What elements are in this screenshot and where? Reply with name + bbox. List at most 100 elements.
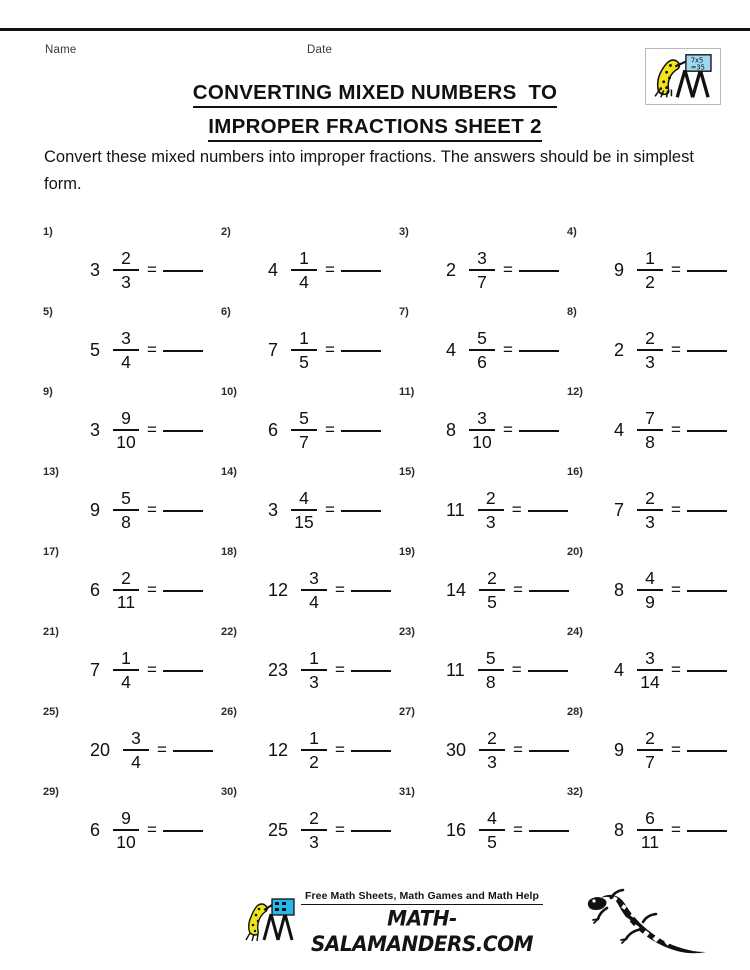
answer-blank[interactable] bbox=[340, 430, 381, 432]
answer-blank[interactable] bbox=[686, 510, 727, 512]
equals-sign: = bbox=[671, 820, 681, 839]
fraction-bar bbox=[123, 749, 150, 751]
answer-blank[interactable] bbox=[350, 590, 391, 592]
fraction-denominator: 3 bbox=[645, 352, 655, 372]
fraction-denominator: 9 bbox=[645, 592, 655, 612]
answer-blank[interactable] bbox=[518, 430, 559, 432]
answer-blank[interactable] bbox=[528, 590, 569, 592]
equals-sign: = bbox=[671, 260, 681, 279]
answer-blank[interactable] bbox=[340, 510, 381, 512]
math-salamanders-brand[interactable]: Free Math Sheets, Math Games and Math He… bbox=[243, 888, 543, 956]
fraction-numerator: 9 bbox=[121, 408, 131, 428]
equals-sign: = bbox=[147, 580, 157, 599]
whole-number: 3 bbox=[268, 500, 279, 520]
answer-blank[interactable] bbox=[527, 510, 568, 512]
answer-blank[interactable] bbox=[340, 350, 381, 352]
whole-number: 6 bbox=[90, 580, 101, 600]
answer-blank[interactable] bbox=[527, 670, 568, 672]
answer-blank[interactable] bbox=[686, 430, 727, 432]
fraction-denominator: 14 bbox=[640, 672, 660, 692]
fraction-numerator: 3 bbox=[309, 568, 319, 588]
problem-number: 4) bbox=[567, 226, 577, 238]
fraction-numerator: 1 bbox=[299, 328, 309, 348]
answer-blank[interactable] bbox=[162, 270, 203, 272]
answer-blank[interactable] bbox=[162, 830, 203, 832]
whole-number: 6 bbox=[90, 820, 101, 840]
whole-number: 5 bbox=[90, 340, 101, 360]
equals-sign: = bbox=[335, 820, 345, 839]
fraction-numerator: 9 bbox=[121, 808, 131, 828]
whole-number: 8 bbox=[446, 420, 457, 440]
fraction-bar bbox=[637, 429, 664, 431]
brand-tagline: Free Math Sheets, Math Games and Math He… bbox=[301, 890, 543, 905]
fraction-denominator: 11 bbox=[640, 832, 660, 852]
answer-blank[interactable] bbox=[686, 350, 727, 352]
fraction-numerator: 5 bbox=[477, 328, 487, 348]
fraction-numerator: 5 bbox=[121, 488, 131, 508]
fraction-numerator: 4 bbox=[645, 568, 655, 588]
fraction-numerator: 1 bbox=[309, 648, 319, 668]
answer-blank[interactable] bbox=[162, 590, 203, 592]
answer-blank[interactable] bbox=[350, 670, 391, 672]
brand-domain[interactable]: MATH-SALAMANDERS.COM bbox=[311, 905, 533, 957]
fraction-denominator: 5 bbox=[487, 832, 497, 852]
answer-blank[interactable] bbox=[686, 590, 727, 592]
fraction-numerator: 4 bbox=[487, 808, 497, 828]
equals-sign: = bbox=[671, 340, 681, 359]
fraction-numerator: 3 bbox=[131, 728, 141, 748]
answer-blank[interactable] bbox=[340, 270, 381, 272]
answer-blank[interactable] bbox=[686, 830, 727, 832]
whole-number: 7 bbox=[614, 500, 625, 520]
fraction-denominator: 3 bbox=[309, 672, 319, 692]
answer-blank[interactable] bbox=[172, 750, 213, 752]
answer-blank[interactable] bbox=[162, 430, 203, 432]
answer-blank[interactable] bbox=[528, 830, 569, 832]
fraction-numerator: 3 bbox=[645, 648, 655, 668]
answer-blank[interactable] bbox=[518, 350, 559, 352]
instructions-text: Convert these mixed numbers into imprope… bbox=[44, 148, 694, 193]
fraction-denominator: 3 bbox=[485, 512, 496, 532]
fraction-numerator: 2 bbox=[121, 248, 131, 268]
answer-blank[interactable] bbox=[350, 750, 391, 752]
answer-blank[interactable] bbox=[350, 830, 391, 832]
salamander-teacher-easel-icon bbox=[245, 898, 295, 942]
answer-blank[interactable] bbox=[686, 750, 727, 752]
problem-number: 16) bbox=[567, 466, 583, 478]
problem-number: 8) bbox=[567, 306, 577, 318]
fraction-bar bbox=[291, 509, 318, 511]
answer-blank[interactable] bbox=[162, 510, 203, 512]
answer-blank[interactable] bbox=[162, 350, 203, 352]
fraction-numerator: 1 bbox=[309, 728, 319, 748]
fraction-denominator: 15 bbox=[294, 512, 314, 532]
answer-blank[interactable] bbox=[518, 270, 559, 272]
answer-blank[interactable] bbox=[686, 270, 727, 272]
fraction-numerator: 2 bbox=[121, 568, 131, 588]
fraction-bar bbox=[469, 349, 496, 351]
fraction-denominator: 4 bbox=[309, 592, 319, 612]
answer-blank[interactable] bbox=[528, 750, 569, 752]
equals-sign: = bbox=[503, 420, 513, 439]
answer-blank[interactable] bbox=[162, 670, 203, 672]
fraction-bar bbox=[477, 669, 504, 671]
answer-blank[interactable] bbox=[686, 670, 727, 672]
